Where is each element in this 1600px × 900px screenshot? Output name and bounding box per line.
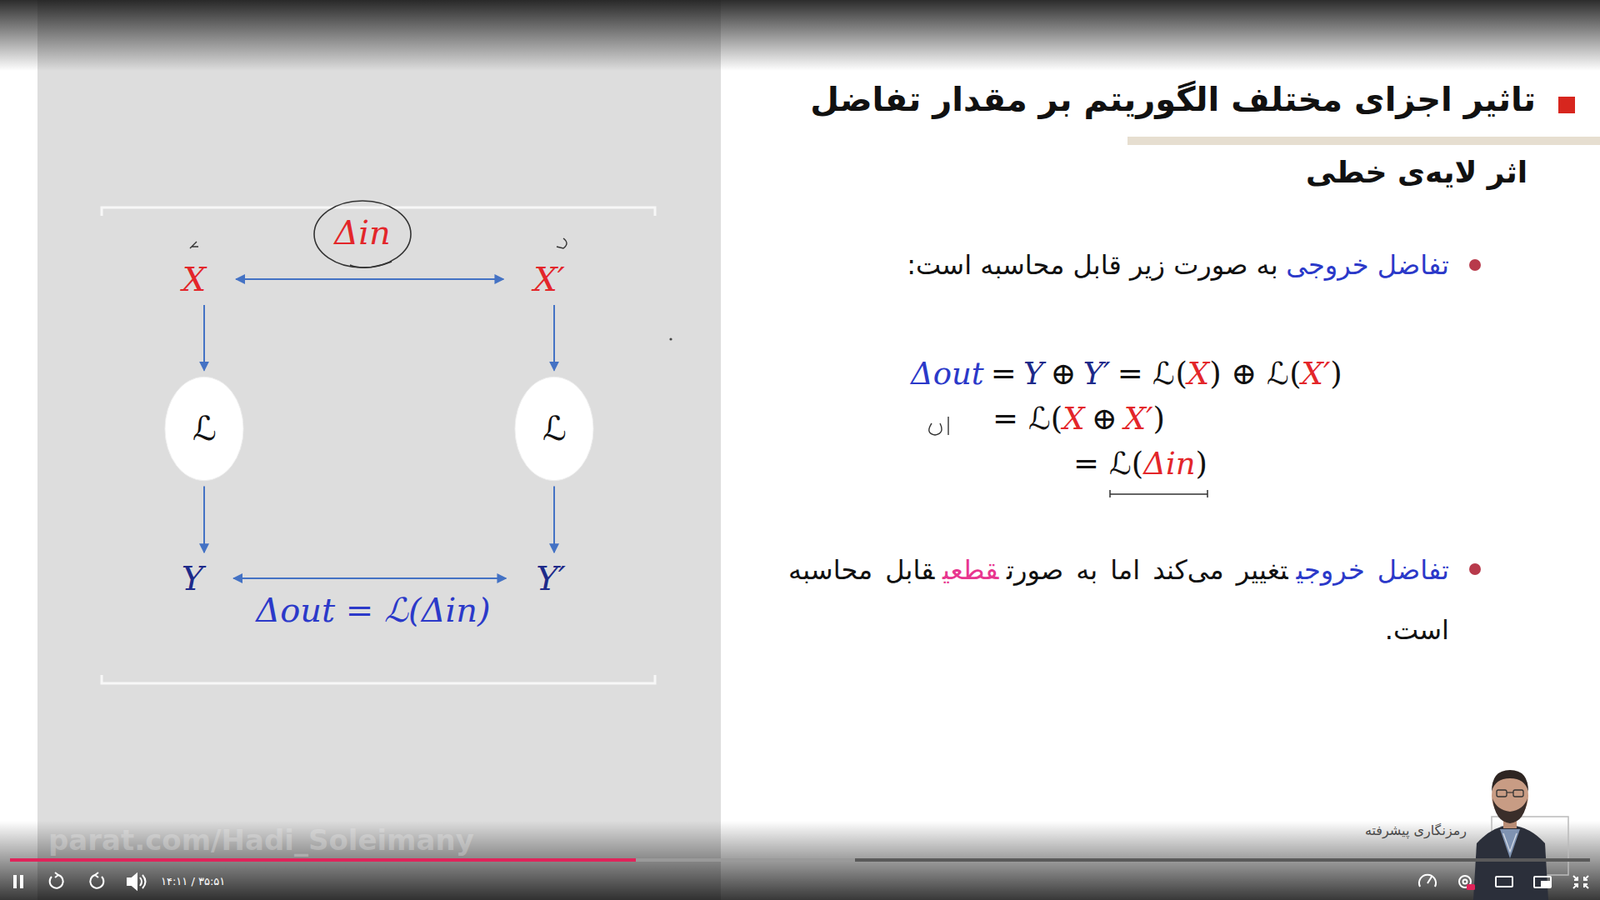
bullet-line: تفاضل خروجیبه صورت زیر قابل محاسبه است: — [899, 246, 1450, 284]
diagram-panel — [37, 0, 721, 900]
variable-label: Y — [181, 559, 204, 598]
handwritten-mark — [190, 241, 199, 249]
course-caption: رمزنگاری پیشرفته — [1365, 821, 1467, 840]
slide-title: تاثیر اجزای مختلف الگوریتم بر مقدار تفاض… — [810, 78, 1536, 120]
equation-line: = ℒ(Δin) — [1073, 445, 1208, 483]
math-symbol: X′ — [1301, 355, 1331, 393]
operator-symbol: ℒ — [542, 409, 567, 448]
player-controls — [13, 875, 24, 889]
variable-node: X — [177, 258, 211, 300]
bullet-text: تغییر می‌کند اما به صورت — [1006, 554, 1289, 586]
hd-badge — [1466, 884, 1475, 890]
handwritten-mark — [556, 238, 567, 249]
ellipse-shape — [165, 376, 244, 480]
operator-ellipse: ℒ — [514, 375, 595, 482]
handwritten-mark — [929, 416, 949, 435]
edge-label: Δout = ℒ(Δin) — [252, 590, 494, 630]
math-operator: ) — [1330, 355, 1342, 393]
math-operator: = ℒ( — [1117, 355, 1188, 393]
player-bottom-shade — [0, 820, 1600, 900]
variable-label: X — [182, 260, 206, 299]
time-display: ۱۴:۱۱ / ۳۵:۵۱ — [160, 875, 225, 888]
bullet-text: به صورت زیر قابل محاسبه است: — [906, 246, 1278, 284]
variable-label: X′ — [533, 260, 565, 299]
progress-buffer — [635, 858, 855, 862]
frame-bracket — [101, 675, 655, 684]
flow-arrow — [203, 486, 205, 554]
progress-played — [10, 858, 636, 862]
math-operator: ) ⊕ ℒ( — [1209, 355, 1301, 393]
title-bullet — [1558, 96, 1575, 114]
subtitle-text: اثر لایه‌ی خطی — [1305, 155, 1528, 190]
bullet-paragraph: تفاضل خروجیتغییر می‌کند اما به صورتقطعیق… — [788, 540, 1450, 660]
math-symbol: X′ — [1124, 400, 1154, 438]
handwritten-bracket — [1110, 490, 1208, 498]
operator-ellipse: ℒ — [164, 375, 245, 482]
math-symbol: Δin — [1143, 445, 1195, 483]
math-symbol: X — [1187, 355, 1210, 393]
handwritten-circle — [314, 200, 411, 268]
flow-arrow — [553, 486, 555, 554]
title-rule — [1127, 136, 1600, 145]
emphasis-term: قطعی — [942, 554, 1000, 586]
math-symbol: Y — [1023, 355, 1044, 393]
watermark-text: parat.com/Hadi_Soleimany — [48, 823, 475, 857]
math-operator: = — [990, 355, 1017, 393]
math-operator: ) — [1153, 400, 1165, 438]
math-symbol: X — [1062, 400, 1085, 438]
highlight-term: تفاضل خروجی — [1285, 246, 1450, 284]
math-operator: ⊕ — [1050, 355, 1077, 393]
equation-line: Δout=Y⊕Y′= ℒ(X) ⊕ ℒ(X′) — [910, 355, 1343, 393]
math-operator: = ℒ( — [992, 400, 1063, 438]
slide-subtitle: اثر لایه‌ی خطی — [1305, 153, 1528, 192]
flow-arrow — [553, 305, 555, 371]
equation-line: = ℒ(X⊕X′) — [992, 400, 1165, 438]
flow-arrow — [235, 278, 504, 280]
handwritten-stroke — [350, 261, 392, 268]
watermark: parat.com/Hadi_Soleimany — [48, 825, 475, 855]
math-operator: = ℒ( — [1073, 445, 1144, 483]
math-operator: ⊕ — [1091, 400, 1118, 438]
edge-label: Δin — [330, 212, 394, 253]
highlight-term: تفاضل خروجی — [1295, 554, 1450, 586]
bullet-dot — [1469, 259, 1481, 271]
progress-track — [10, 858, 1590, 862]
math-operator: ) — [1195, 445, 1208, 483]
course-name: رمزنگاری پیشرفته — [1365, 822, 1467, 839]
operator-symbol: ℒ — [192, 409, 217, 448]
stray-dot — [669, 337, 672, 340]
bullet-dot — [1469, 563, 1481, 575]
player-controls — [50, 872, 1589, 890]
math-symbol: Δout — [910, 355, 985, 393]
flow-arrow — [203, 305, 205, 371]
flow-arrow — [233, 577, 506, 580]
variable-node: Y — [176, 557, 209, 600]
player-top-shade — [0, 0, 1600, 71]
player-time: ۱۴:۱۱ / ۳۵:۵۱ — [160, 874, 225, 890]
math-symbol: Y′ — [1083, 355, 1111, 393]
ellipse-shape — [515, 376, 594, 480]
presenter-figure — [1473, 770, 1549, 900]
variable-node: X′ — [528, 258, 570, 300]
variable-node: Y′ — [530, 557, 571, 600]
variable-label: Y′ — [535, 559, 566, 598]
